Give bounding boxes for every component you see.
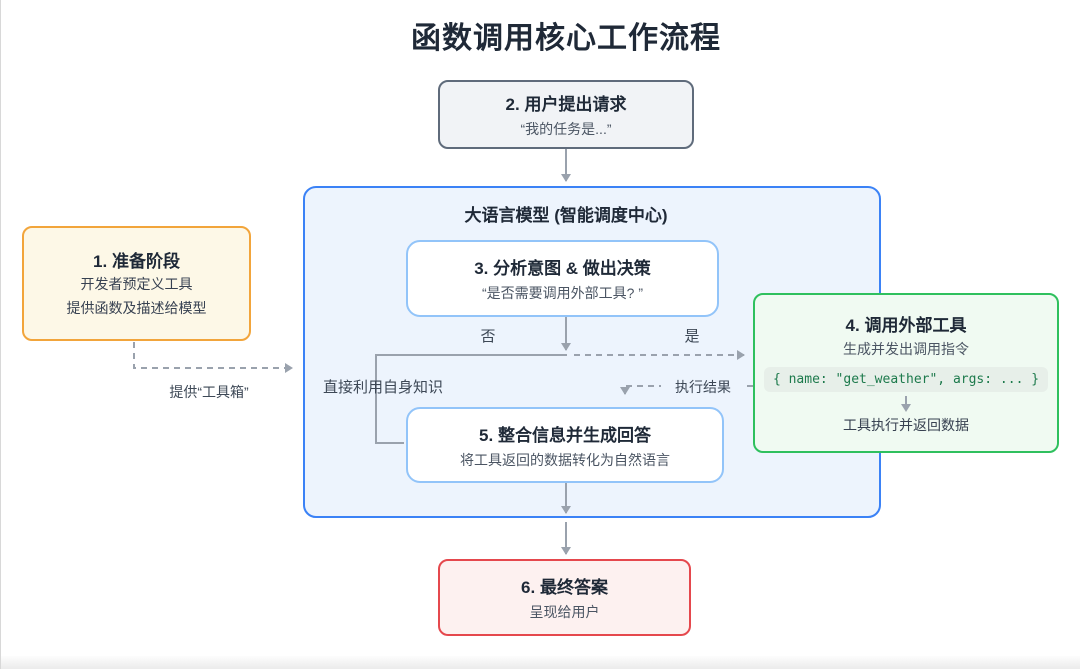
edge-provide-toolbox (133, 342, 293, 373)
tool-call-code: { name: "get_weather", args: ... } (763, 367, 1049, 392)
node-call-external-tool: 4. 调用外部工具 生成并发出调用指令 { name: "get_weather… (753, 293, 1059, 453)
node-line: 开发者预定义工具 (80, 276, 193, 293)
edge-label-provide-toolbox: 提供“工具箱” (169, 384, 249, 400)
edge-label-yes: 是 (684, 328, 700, 345)
edge-label-execution-result: 执行结果 (661, 377, 745, 397)
node-heading: 5. 整合信息并生成回答 (479, 425, 651, 445)
edge-execution-result (620, 385, 753, 395)
node-heading: 2. 用户提出请求 (505, 95, 627, 114)
node-subtitle: 呈现给用户 (529, 604, 600, 620)
diagram-title: 函数调用核心工作流程 (411, 22, 721, 55)
node-synthesize-answer: 5. 整合信息并生成回答 将工具返回的数据转化为自然语言 (406, 407, 724, 483)
node-heading: 6. 最终答案 (521, 578, 608, 597)
tool-result-text: 工具执行并返回数据 (843, 417, 969, 433)
node-analyze-decide: 3. 分析意图 & 做出决策 “是否需要调用外部工具? ” (406, 240, 719, 317)
node-subtitle: “是否需要调用外部工具? ” (482, 285, 643, 301)
node-final-answer: 6. 最终答案 呈现给用户 (438, 559, 691, 636)
node-subtitle: 生成并发出调用指令 (843, 341, 969, 357)
node-user-request: 2. 用户提出请求 “我的任务是...” (438, 80, 694, 149)
node-heading: 1. 准备阶段 (93, 252, 180, 272)
node-subtitle: “我的任务是...” (520, 121, 612, 137)
node-subtitle: 将工具返回的数据转化为自然语言 (460, 451, 670, 468)
edge-no-branch (375, 354, 567, 444)
node-line: 提供函数及描述给模型 (66, 300, 207, 316)
node-heading: 3. 分析意图 & 做出决策 (474, 259, 651, 278)
edge-label-no: 否 (480, 328, 496, 345)
edge-label-use-own-knowledge: 直接利用自身知识 (323, 379, 444, 396)
window-bottom-edge (1, 656, 1080, 669)
llm-container-heading: 大语言模型 (智能调度中心) (464, 206, 668, 225)
node-prepare-stage: 1. 准备阶段 开发者预定义工具 提供函数及描述给模型 (22, 226, 251, 341)
down-arrow-icon (901, 396, 911, 412)
node-heading: 4. 调用外部工具 (845, 316, 967, 335)
